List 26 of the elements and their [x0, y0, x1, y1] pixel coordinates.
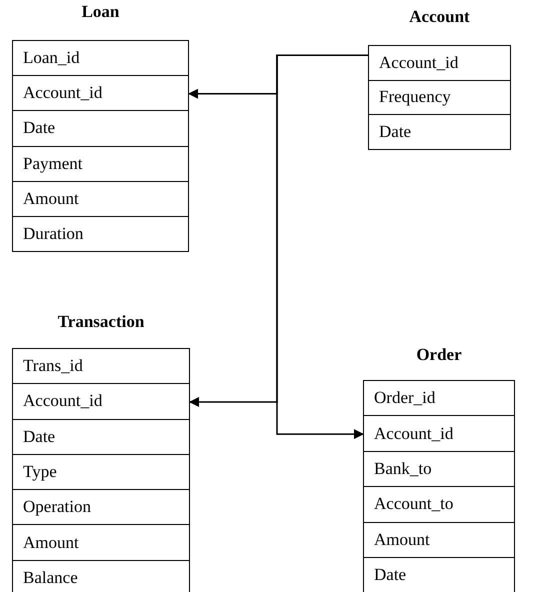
field-name: Duration — [23, 224, 84, 244]
field-name: Loan_id — [23, 48, 80, 68]
field-name: Balance — [23, 568, 78, 588]
field-name: Amount — [23, 532, 79, 553]
field-name: Date — [374, 565, 406, 586]
field-name: Date — [23, 118, 56, 138]
table-title: Transaction — [56, 312, 146, 332]
field-name: Type — [23, 462, 57, 482]
field-name: Account_id — [23, 83, 102, 104]
field-name: Account_to — [374, 494, 454, 514]
field-name: Amount — [374, 530, 430, 550]
table-title: Loan — [80, 2, 120, 22]
field-name: Trans_id — [23, 356, 83, 376]
table-title: Account — [408, 7, 471, 27]
field-name: Date — [23, 426, 56, 447]
field-name: Frequency — [379, 87, 451, 108]
field-name: Bank_to — [374, 458, 432, 479]
field-name: Amount — [23, 188, 79, 209]
field-name: Order_id — [374, 388, 436, 408]
field-name: Date — [379, 122, 412, 142]
field-name: Payment — [23, 154, 82, 174]
field-name: Account_id — [374, 424, 454, 444]
field-name: Operation — [23, 497, 91, 518]
field-name: Account_id — [379, 52, 458, 73]
table-title: Order — [415, 345, 463, 365]
field-name: Account_id — [23, 391, 102, 412]
